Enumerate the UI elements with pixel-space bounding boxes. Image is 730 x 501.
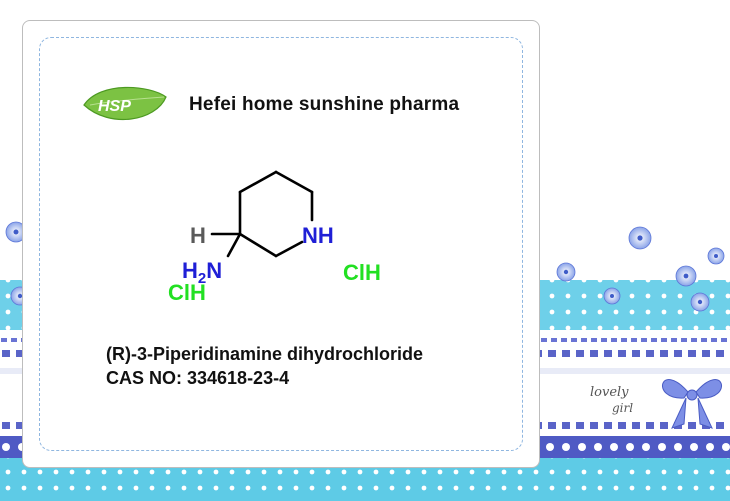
bond-c5-c6: [274, 170, 314, 194]
bond-n1-c2: [274, 240, 304, 258]
bond-c3-n: [226, 232, 242, 258]
hcl-label-2: ClH: [343, 260, 381, 285]
hcl-label-1: ClH: [168, 280, 206, 305]
lovely-text: lovely: [590, 385, 629, 400]
h-atom-label: H: [190, 223, 206, 248]
girl-text: girl: [612, 401, 633, 415]
molecule-structure: H NH H2N ClH ClH: [168, 170, 381, 305]
bond-c4-c5: [238, 170, 278, 194]
amine-h: H: [182, 258, 198, 283]
cas-number: CAS NO: 334618-23-4: [106, 368, 290, 388]
hsp-leaf-logo: HSP: [83, 86, 167, 120]
amine-label: H2N: [182, 258, 222, 287]
amine-n: N: [206, 258, 222, 283]
product-name: (R)-3-Piperidinamine dihydrochloride: [106, 344, 424, 364]
bond-c2-c3: [238, 232, 278, 258]
card-inner-border: [39, 37, 523, 451]
nh-atom-label: NH: [302, 223, 334, 248]
logo-text: HSP: [98, 98, 131, 115]
company-name: Hefei home sunshine pharma: [189, 94, 460, 115]
amine-subscript: 2: [198, 270, 206, 287]
